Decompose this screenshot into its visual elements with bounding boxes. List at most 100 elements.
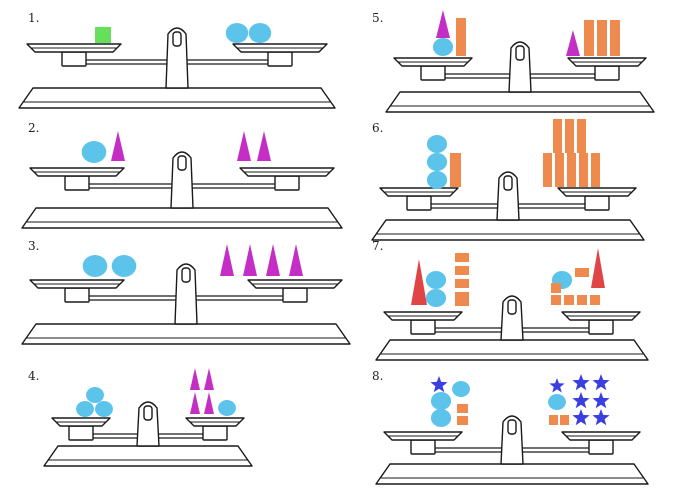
left-pan-cup [410,439,436,455]
scale-base [21,323,351,345]
orange-square [560,415,569,425]
blue-circle [426,153,448,171]
blue-circle [452,381,470,397]
right-pan-cup [588,439,614,455]
green-square [95,27,111,43]
scale-pointer [143,405,153,421]
magenta-triangle [111,131,125,161]
balance-scale-7 [375,295,649,361]
orange-bar [456,18,466,56]
blue-circle [430,409,452,427]
orange-square [564,295,574,305]
scale-base [385,91,655,113]
blue-circle [430,392,452,410]
blue-circle [425,271,447,289]
orange-square [457,404,468,413]
scale-base [371,219,645,241]
orange-bar [584,20,594,56]
scale-post [170,151,194,209]
scale-pointer [181,267,191,283]
right-pan-cup [267,51,293,67]
puzzle-number-2: 2. [28,121,40,135]
orange-square [455,279,469,288]
blue-circle [81,141,107,163]
scale-post [174,263,198,325]
orange-bar [577,119,586,153]
scale-post [136,401,160,447]
blue-circle [548,394,566,410]
orange-square [551,295,561,305]
scale-post [500,415,524,465]
orange-bar [610,20,620,56]
orange-square [455,292,469,301]
scale-post [165,27,189,89]
blue-circle [95,401,113,417]
left-pan-cup [406,195,432,211]
blue-circle [86,387,104,403]
magenta-triangle [266,244,280,276]
orange-square [455,297,469,306]
magenta-triangle [289,244,303,276]
orange-square [577,295,587,305]
magenta-triangle [220,244,234,276]
blue-star [572,374,590,391]
orange-bar [567,153,576,187]
scale-pointer [172,31,182,47]
orange-bar [555,153,564,187]
magenta-triangle [190,392,200,414]
balance-scale-6 [371,171,645,241]
puzzle-number-5: 5. [372,11,384,25]
magenta-triangle [566,30,580,56]
blue-star [430,376,448,393]
orange-bar [597,20,607,56]
balance-scale-1 [18,27,336,109]
magenta-triangle [436,10,450,38]
left-pan-cup [64,175,90,191]
red-triangle [411,259,427,305]
orange-square [590,295,600,305]
blue-circle [218,400,236,416]
right-pan-cup [202,425,228,441]
left-pan-cup [420,65,446,81]
scale-pointer [503,175,513,191]
puzzle-number-4: 4. [28,369,40,383]
blue-circle [111,255,137,277]
orange-square [455,253,469,262]
magenta-triangle [204,392,214,414]
puzzle-number-6: 6. [372,121,384,135]
scale-base [43,445,253,467]
balance-scale-4 [43,401,253,467]
blue-star [592,409,610,426]
right-pan-cup [584,195,610,211]
orange-square [457,416,468,425]
magenta-triangle [257,131,271,161]
blue-star [572,392,590,409]
orange-square [575,268,589,277]
orange-bar [591,153,600,187]
blue-star [572,409,590,426]
right-pan-cup [588,319,614,335]
magenta-triangle [190,368,200,390]
balance-scale-3 [21,263,351,345]
scale-post [496,171,520,221]
left-pan-cup [410,319,436,335]
blue-circle [426,171,448,189]
orange-bar [553,119,562,153]
blue-star [549,378,565,393]
orange-bar [450,153,461,187]
blue-circle [82,255,108,277]
blue-circle [248,23,272,43]
scale-post [508,41,532,93]
orange-square [549,415,558,425]
red-triangle [591,248,605,288]
scale-base [375,339,649,361]
balance-scale-2 [21,151,343,229]
blue-circle [432,38,454,56]
balance-scale-8 [375,415,649,485]
blue-circle [426,135,448,153]
scale-base [18,87,336,109]
blue-star [592,374,610,391]
scale-base [375,463,649,485]
blue-circle [225,23,249,43]
